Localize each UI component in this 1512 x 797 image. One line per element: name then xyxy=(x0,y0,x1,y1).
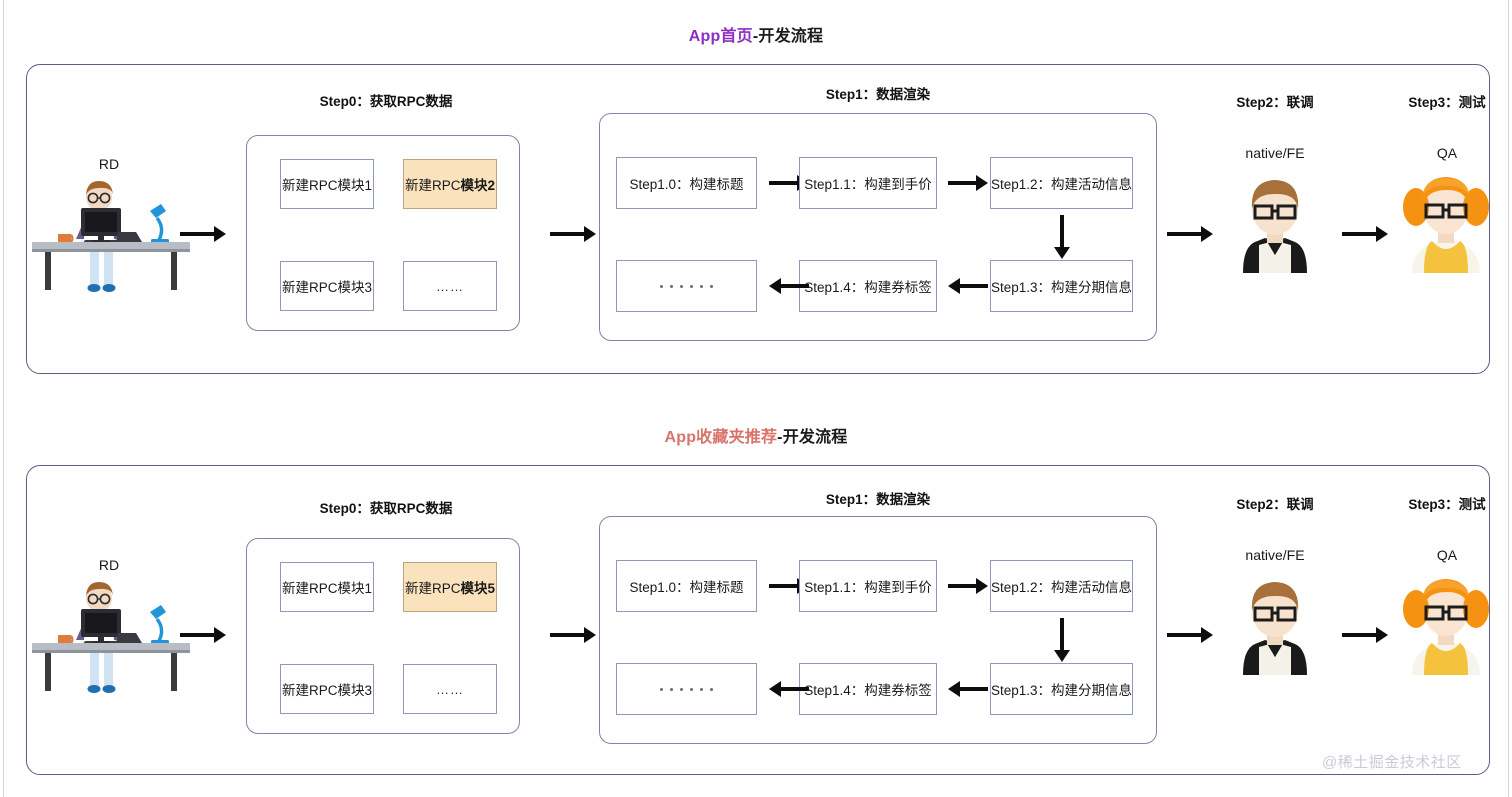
native-fe-avatar-app-home xyxy=(1221,165,1329,275)
step2-role-app-favorites: native/FE xyxy=(1245,547,1305,563)
step1-heading-app-favorites: Step1：数据渲染 xyxy=(825,492,931,507)
step1-0-label-2: Step1.0：构建标题 xyxy=(629,580,744,595)
rpc-module-box-3-label-2: 新建RPC模块3 xyxy=(281,683,372,698)
arrow-rd-to-step0-app-favorites xyxy=(180,627,226,643)
rpc-module-box-3-app-home[interactable]: 新建RPC模块3 xyxy=(280,261,374,311)
step1-0-box-app-favorites[interactable]: Step1.0：构建标题 xyxy=(616,560,757,612)
rpc-module-box-more-app-home[interactable]: …… xyxy=(403,261,497,311)
arrow-step1-4-to-more-app-home xyxy=(769,278,809,294)
arrow-step0-to-step1-app-home xyxy=(550,226,596,242)
arrow-step1-3-to-1-4-app-home xyxy=(948,278,988,294)
rd-desk-illustration-app-favorites xyxy=(32,571,192,696)
rpc-module-box-1-app-home[interactable]: 新建RPC模块1 xyxy=(280,159,374,209)
section-title-suffix: -开发流程 xyxy=(752,28,824,45)
rpc-module-box-more-label-2: …… xyxy=(436,681,464,697)
step1-3-label: Step1.3：构建分期信息 xyxy=(990,280,1133,295)
arrow-step0-to-step1-app-favorites xyxy=(550,627,596,643)
step3-role-app-home: QA xyxy=(1436,145,1458,161)
step2-heading-app-home: Step2：联调 xyxy=(1236,95,1314,110)
rpc-module-box-5-prefix: 新建RPC xyxy=(404,581,461,596)
native-fe-avatar-app-favorites xyxy=(1221,567,1329,677)
left-edge-rule xyxy=(3,0,4,797)
right-edge-rule xyxy=(1508,0,1509,797)
section-title-accent-2: App收藏夹推荐 xyxy=(664,429,778,446)
step1-4-box-app-home[interactable]: Step1.4：构建券标签 xyxy=(799,260,937,312)
step1-2-label-2: Step1.2：构建活动信息 xyxy=(990,580,1133,595)
arrow-step1-to-step2-app-home xyxy=(1167,226,1213,242)
step1-4-label-2: Step1.4：构建券标签 xyxy=(804,683,932,698)
arrow-step1-1-to-1-2-app-favorites xyxy=(948,578,988,594)
arrow-step1-3-to-1-4-app-favorites xyxy=(948,681,988,697)
rpc-module-box-3-app-favorites[interactable]: 新建RPC模块3 xyxy=(280,664,374,714)
step1-more-box-app-favorites[interactable] xyxy=(616,663,757,715)
rpc-module-box-1-label-2: 新建RPC模块1 xyxy=(281,581,372,596)
rpc-module-box-1-label: 新建RPC模块1 xyxy=(281,178,372,193)
step1-2-label: Step1.2：构建活动信息 xyxy=(990,177,1133,192)
step1-4-box-app-favorites[interactable]: Step1.4：构建券标签 xyxy=(799,663,937,715)
rpc-module-box-2-prefix: 新建RPC xyxy=(404,178,461,193)
step1-1-box-app-favorites[interactable]: Step1.1：构建到手价 xyxy=(799,560,937,612)
step0-heading-app-home: Step0：获取RPC数据 xyxy=(319,94,453,109)
arrow-step1-2-to-1-3-app-home xyxy=(1054,215,1070,259)
step1-heading-app-home: Step1：数据渲染 xyxy=(825,87,931,102)
step1-4-label: Step1.4：构建券标签 xyxy=(804,280,932,295)
section-title-accent: App首页 xyxy=(688,28,753,45)
step2-heading-app-favorites: Step2：联调 xyxy=(1236,497,1314,512)
rpc-module-box-3-label: 新建RPC模块3 xyxy=(281,280,372,295)
arrow-step1-2-to-1-3-app-favorites xyxy=(1054,618,1070,662)
step1-1-box-app-home[interactable]: Step1.1：构建到手价 xyxy=(799,157,937,209)
section-title-app-favorites: App收藏夹推荐-开发流程 xyxy=(0,423,1512,447)
rd-desk-illustration-app-home xyxy=(32,170,192,295)
rd-label-app-home: RD xyxy=(98,156,120,172)
step1-0-label: Step1.0：构建标题 xyxy=(629,177,744,192)
flow-panel-app-home: RD xyxy=(26,64,1490,374)
arrow-step2-to-step3-app-home xyxy=(1342,226,1388,242)
flow-panel-app-favorites: RD xyxy=(26,465,1490,775)
arrow-step1-4-to-more-app-favorites xyxy=(769,681,809,697)
section-title-suffix-2: -开发流程 xyxy=(777,429,848,446)
step1-more-box-app-home[interactable] xyxy=(616,260,757,312)
step1-3-box-app-home[interactable]: Step1.3：构建分期信息 xyxy=(990,260,1133,312)
rpc-module-box-5-bold: 模块5 xyxy=(460,581,496,596)
rpc-module-box-more-app-favorites[interactable]: …… xyxy=(403,664,497,714)
qa-avatar-app-favorites xyxy=(1390,567,1502,677)
arrow-step2-to-step3-app-favorites xyxy=(1342,627,1388,643)
step1-3-box-app-favorites[interactable]: Step1.3：构建分期信息 xyxy=(990,663,1133,715)
step1-3-label-2: Step1.3：构建分期信息 xyxy=(990,683,1133,698)
step1-2-box-app-favorites[interactable]: Step1.2：构建活动信息 xyxy=(990,560,1133,612)
step1-0-box-app-home[interactable]: Step1.0：构建标题 xyxy=(616,157,757,209)
step1-1-label: Step1.1：构建到手价 xyxy=(804,177,932,192)
step1-1-label-2: Step1.1：构建到手价 xyxy=(804,580,932,595)
section-title-app-home: App首页-开发流程 xyxy=(0,22,1512,46)
rd-label-app-favorites: RD xyxy=(98,557,120,573)
step1-2-box-app-home[interactable]: Step1.2：构建活动信息 xyxy=(990,157,1133,209)
rpc-module-box-more-label: …… xyxy=(436,278,464,294)
rpc-module-box-1-app-favorites[interactable]: 新建RPC模块1 xyxy=(280,562,374,612)
step0-heading-app-favorites: Step0：获取RPC数据 xyxy=(319,501,453,516)
arrow-step1-1-to-1-2-app-home xyxy=(948,175,988,191)
arrow-step1-to-step2-app-favorites xyxy=(1167,627,1213,643)
watermark: @稀土掘金技术社区 xyxy=(1322,754,1462,771)
rpc-module-box-2-bold: 模块2 xyxy=(460,178,496,193)
step3-heading-app-home: Step3：测试 xyxy=(1408,95,1486,110)
step3-heading-app-favorites: Step3：测试 xyxy=(1408,497,1486,512)
step3-role-app-favorites: QA xyxy=(1436,547,1458,563)
arrow-rd-to-step0-app-home xyxy=(180,226,226,242)
step2-role-app-home: native/FE xyxy=(1245,145,1305,161)
qa-avatar-app-home xyxy=(1390,165,1502,275)
